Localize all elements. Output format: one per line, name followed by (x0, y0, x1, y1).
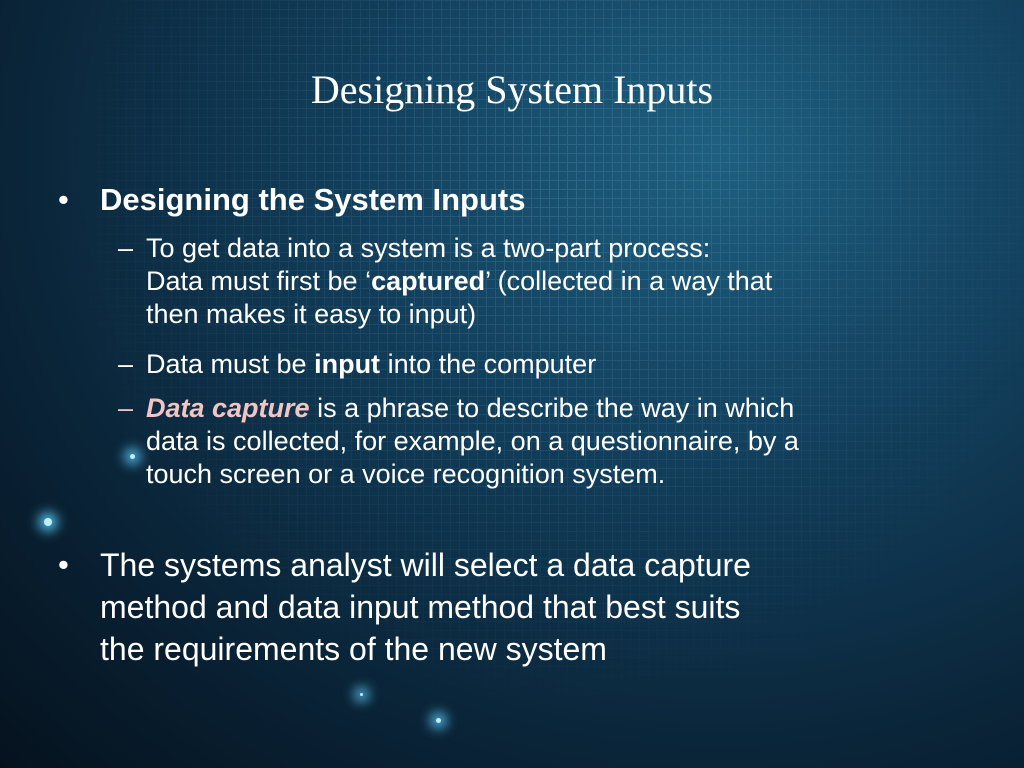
text-line: To get data into a system is a two-part … (146, 233, 711, 263)
light-dot (360, 693, 363, 696)
text-line: method and data input method that best s… (100, 589, 741, 625)
text-line: then makes it easy to input) (146, 299, 477, 329)
bullet-heading: Designing the System Inputs (100, 182, 526, 217)
text-line: the requirements of the new system (100, 631, 607, 667)
bullet-icon: • (58, 182, 69, 217)
text-line: The systems analyst will select a data c… (100, 547, 751, 583)
dash-icon: – (118, 233, 134, 263)
bullet-icon: • (58, 547, 69, 582)
text-line: touch screen or a voice recognition syst… (146, 459, 666, 489)
light-dot (44, 518, 52, 526)
text-line: data is collected, for example, on a que… (146, 426, 799, 456)
text-line: Data must first be ‘captured’ (collected… (146, 266, 773, 296)
light-dot (436, 718, 441, 723)
text-line: Data capture is a phrase to describe the… (146, 393, 795, 423)
light-dot (130, 454, 135, 459)
dash-icon: – (118, 393, 134, 423)
text-line: Data must be input into the computer (146, 349, 597, 379)
dash-icon: – (118, 349, 134, 379)
slide-title: Designing System Inputs (310, 67, 714, 112)
